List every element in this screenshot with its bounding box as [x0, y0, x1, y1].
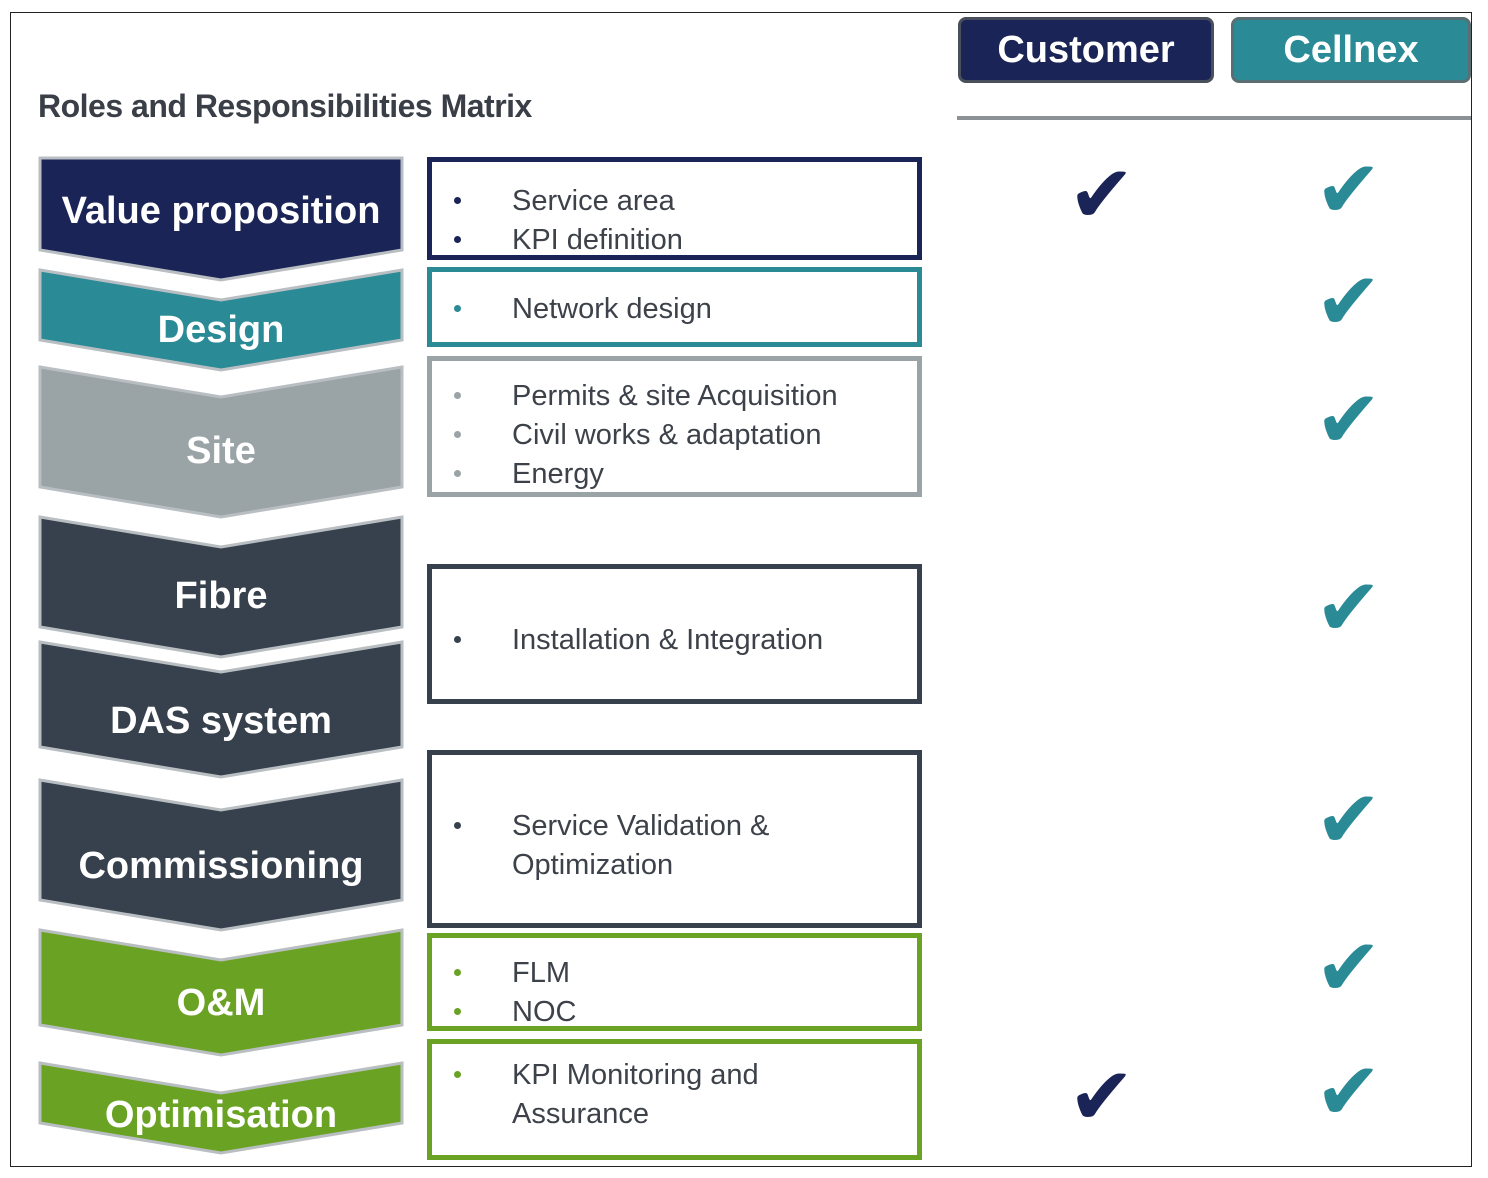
- stage-chevron-shape: [38, 365, 404, 519]
- customer-check-icon: ✔: [1068, 1050, 1136, 1143]
- stage-label: Optimisation: [104, 1094, 338, 1136]
- bullet-icon: [454, 305, 461, 312]
- responsibility-box-5: Service Validation & Optimization: [427, 750, 922, 928]
- stage-label: Commissioning: [78, 845, 364, 887]
- bullet-item: Civil works & adaptation: [452, 416, 907, 455]
- stage-label: Value proposition: [61, 190, 381, 232]
- bullet-item: Network design: [452, 290, 907, 329]
- column-header-customer: Customer: [958, 17, 1214, 83]
- diagram-frame: [10, 12, 1472, 1167]
- bullet-text: Installation & Integration: [512, 624, 824, 656]
- responsibility-box-2: Network design: [427, 267, 922, 347]
- stage-label: Site: [186, 430, 256, 472]
- bullet-text: KPI definition: [512, 224, 683, 256]
- stage-label: Design: [157, 309, 285, 351]
- bullet-item: FLM: [452, 954, 907, 993]
- bullet-text: Civil works & adaptation: [512, 419, 822, 451]
- cellnex-check-icon: ✔: [1315, 373, 1383, 466]
- bullet-item: Permits & site Acquisition: [452, 377, 907, 416]
- header-divider: [957, 116, 1471, 120]
- stage-chevron-shape: [38, 928, 404, 1057]
- stage-chevron-shape: [38, 156, 404, 282]
- bullet-icon: [454, 392, 461, 399]
- stage-chevron-shape: [38, 268, 404, 372]
- bullet-item: Energy: [452, 455, 907, 494]
- bullet-text: Service area: [512, 185, 675, 217]
- bullet-item: Installation & Integration: [452, 621, 907, 660]
- bullet-text: Energy: [512, 458, 604, 490]
- bullet-text: KPI Monitoring and Assurance: [512, 1059, 759, 1130]
- bullet-text: NOC: [512, 996, 577, 1028]
- bullet-text: Permits & site Acquisition: [512, 380, 838, 412]
- cellnex-check-icon: ✔: [1315, 561, 1383, 654]
- page-title: Roles and Responsibilities Matrix: [38, 88, 532, 124]
- stage-label: DAS system: [110, 700, 332, 742]
- stage-chevron-shape: [38, 515, 404, 659]
- stage-label: O&M: [176, 982, 266, 1024]
- cellnex-check-icon: ✔: [1315, 143, 1383, 236]
- responsibility-box-7: KPI Monitoring and Assurance: [427, 1039, 922, 1160]
- bullet-item: Service Validation & Optimization: [452, 807, 907, 885]
- cellnex-check-icon: ✔: [1315, 255, 1383, 348]
- responsibility-box-6: FLM NOC: [427, 933, 922, 1031]
- bullet-icon: [454, 969, 461, 976]
- bullet-item: KPI Monitoring and Assurance: [452, 1056, 907, 1134]
- bullet-icon: [454, 1071, 461, 1078]
- bullet-item: Service area: [452, 182, 907, 221]
- responsibility-box-4: Installation & Integration: [427, 564, 922, 704]
- cellnex-check-icon: ✔: [1315, 1045, 1383, 1138]
- bullet-text: Network design: [512, 293, 712, 325]
- stage-label: Fibre: [174, 575, 268, 617]
- bullet-item: KPI definition: [452, 221, 907, 260]
- stage-chevron-shape: [38, 1061, 404, 1155]
- bullet-icon: [454, 236, 461, 243]
- bullet-icon: [454, 822, 461, 829]
- cellnex-check-icon: ✔: [1315, 921, 1383, 1014]
- bullet-icon: [454, 470, 461, 477]
- customer-check-icon: ✔: [1068, 148, 1136, 241]
- bullet-icon: [454, 636, 461, 643]
- stage-chevron-shape: [38, 778, 404, 932]
- column-header-cellnex: Cellnex: [1231, 17, 1471, 83]
- stage-chevron-shape: [38, 640, 404, 779]
- bullet-text: Service Validation & Optimization: [512, 810, 770, 881]
- bullet-icon: [454, 431, 461, 438]
- bullet-text: FLM: [512, 957, 570, 989]
- bullet-icon: [454, 197, 461, 204]
- bullet-icon: [454, 1008, 461, 1015]
- cellnex-check-icon: ✔: [1315, 773, 1383, 866]
- bullet-item: NOC: [452, 993, 907, 1032]
